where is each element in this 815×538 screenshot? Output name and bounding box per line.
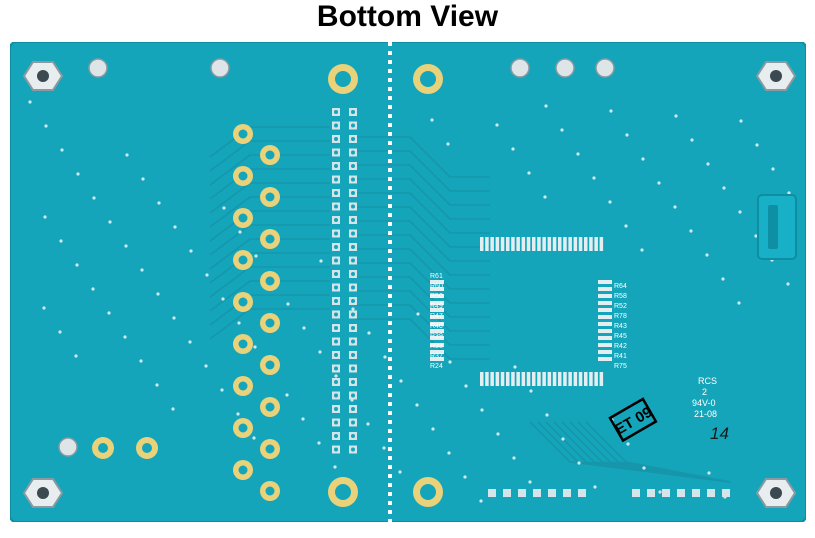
silkscreen-ref: R24 <box>430 363 443 370</box>
pcb-substrate <box>10 42 806 522</box>
silkscreen-ref: R64 <box>614 283 627 290</box>
usb-connector <box>757 194 797 260</box>
board-text-line: 94V-0 <box>692 398 716 408</box>
silkscreen-ref: R75 <box>614 363 627 370</box>
pcb-vias <box>28 100 791 503</box>
ic-footprint <box>430 237 612 386</box>
standoff-screws <box>58 58 615 457</box>
silkscreen-ref: R52 <box>614 303 627 310</box>
pin-header-left <box>332 108 357 454</box>
silkscreen-ref: R43 <box>614 323 627 330</box>
silkscreen-ref: R47 <box>430 313 443 320</box>
board-marking: RCS 2 94V-0 21-08 <box>692 376 717 419</box>
board-text-line: 21-08 <box>694 409 717 419</box>
silkscreen-ref: R42 <box>614 343 627 350</box>
board-text-line: RCS <box>698 376 717 386</box>
bottom-pin-rows <box>488 489 730 497</box>
silkscreen-ref: R61 <box>430 273 443 280</box>
silkscreen-ref: R39 <box>430 333 443 340</box>
gold-test-pads <box>233 124 280 501</box>
silkscreen-ref: R50 <box>430 293 443 300</box>
silkscreen-ref: R37 <box>430 353 443 360</box>
silkscreen-ref: R60 <box>430 283 443 290</box>
silkscreen-ref: R49 <box>430 303 443 310</box>
page-title: Bottom View <box>316 0 499 33</box>
silkscreen-ref: R45 <box>614 333 627 340</box>
handwritten-mark: 14 <box>710 424 729 443</box>
header-mount-pads <box>328 64 443 507</box>
silkscreen-ref: R38 <box>430 343 443 350</box>
board-text-line: 2 <box>702 387 707 397</box>
silkscreen-ref: R40 <box>430 323 443 330</box>
silkscreen-ref: R58 <box>614 293 627 300</box>
silkscreen-ref: R78 <box>614 313 627 320</box>
bottom-left-gold-pads <box>92 437 158 459</box>
silkscreen-ref: R41 <box>614 353 627 360</box>
